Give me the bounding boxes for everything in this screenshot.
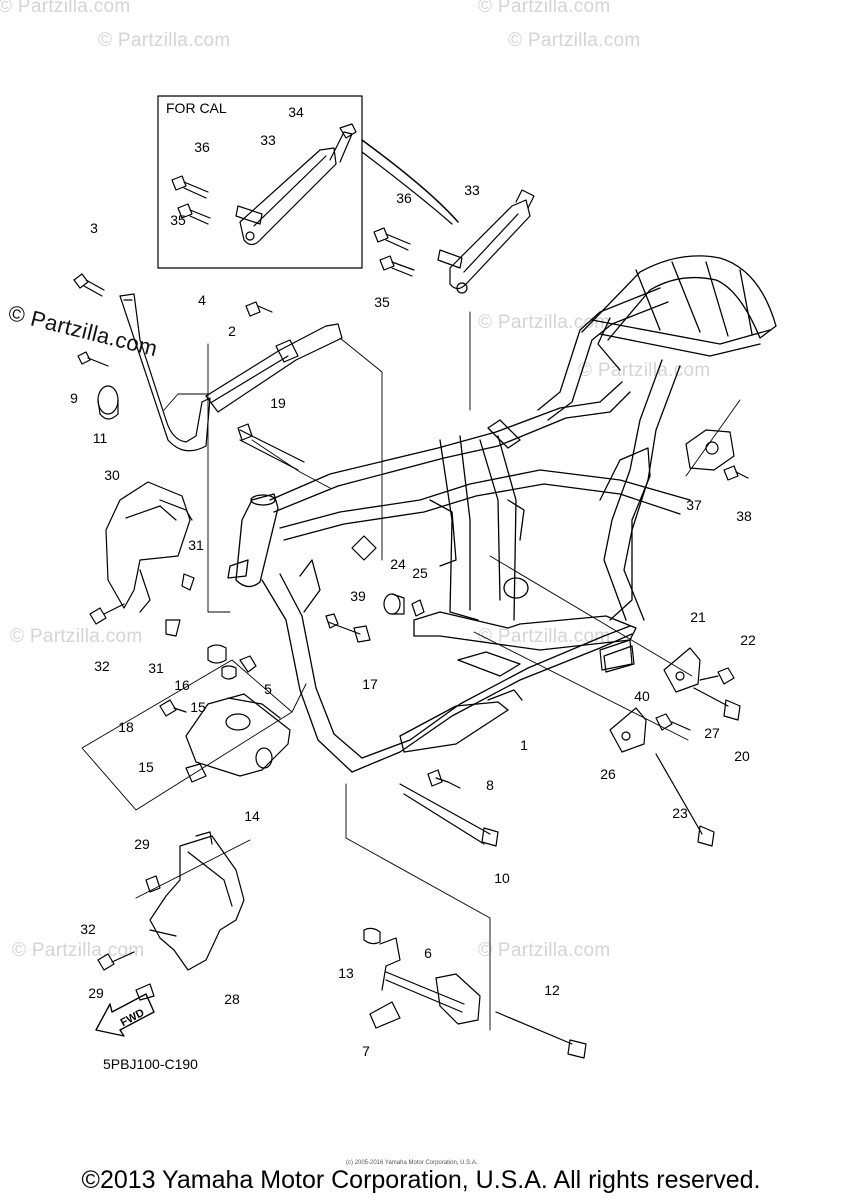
callout-33: 33 <box>464 182 480 198</box>
callout-40: 40 <box>634 688 650 704</box>
small-copyright: (c) 2005-2016 Yamaha Motor Corporation, … <box>346 1160 478 1166</box>
main-frame <box>227 255 777 773</box>
callout-22: 22 <box>740 632 756 648</box>
watermark: © Partzilla.com <box>10 626 143 647</box>
watermark: © Partzilla.com <box>98 30 231 51</box>
callout-14: 14 <box>244 808 260 824</box>
engine-mount-14 <box>159 644 291 783</box>
spacers <box>351 535 633 671</box>
inset-box <box>157 95 363 269</box>
callout-24: 24 <box>390 556 406 572</box>
callout-13: 13 <box>338 965 354 981</box>
watermark: © Partzilla.com <box>478 626 611 647</box>
callout-32: 32 <box>94 658 110 674</box>
peg-bracket <box>73 273 211 452</box>
callout-31: 31 <box>148 660 164 676</box>
callout-36: 36 <box>194 139 210 155</box>
watermark: © Partzilla.com <box>478 940 611 961</box>
callout-37: 37 <box>686 497 702 513</box>
callout-34: 34 <box>288 104 304 120</box>
bolts-35-36 <box>373 227 415 277</box>
inset-label: FOR CAL <box>166 100 227 116</box>
callout-29: 29 <box>88 985 104 1001</box>
callout-28: 28 <box>224 991 240 1007</box>
callout-11: 11 <box>92 430 108 446</box>
watermark: © Partzilla.com <box>478 0 611 17</box>
callout-4: 4 <box>198 292 206 308</box>
callout-18: 18 <box>118 719 134 735</box>
callout-1: 1 <box>520 737 528 753</box>
callout-29: 29 <box>134 836 150 852</box>
watermark: © Partzilla.com <box>0 0 131 17</box>
callout-6: 6 <box>424 945 432 961</box>
watermark: © Partzilla.com <box>508 30 641 51</box>
callout-15: 15 <box>138 759 154 775</box>
bolts <box>237 423 499 847</box>
watermark: © Partzilla.com <box>478 312 611 333</box>
watermark: © Partzilla.com <box>578 360 711 381</box>
callout-23: 23 <box>672 805 688 821</box>
callout-8: 8 <box>486 777 494 793</box>
callout-2: 2 <box>228 323 236 339</box>
guard-28 <box>97 831 245 1001</box>
callout-19: 19 <box>270 395 286 411</box>
callout-27: 27 <box>704 725 720 741</box>
callout-38: 38 <box>736 508 752 524</box>
watermark: © Partzilla.com <box>12 940 145 961</box>
callout-3: 3 <box>90 220 98 236</box>
callout-26: 26 <box>600 766 616 782</box>
callout-35: 35 <box>374 294 390 310</box>
copyright-notice: ©2013 Yamaha Motor Corporation, U.S.A. A… <box>81 1166 761 1194</box>
callout-16: 16 <box>174 677 190 693</box>
mount-37 <box>685 429 749 481</box>
inset-bracket <box>235 123 357 246</box>
leader-lines <box>81 311 741 1031</box>
bracket-33 <box>437 189 535 294</box>
callout-31: 31 <box>188 537 204 553</box>
right-brackets <box>603 645 741 847</box>
callout-33: 33 <box>260 132 276 148</box>
callout-39: 39 <box>350 588 366 604</box>
fwd-arrow <box>95 993 155 1037</box>
callout-5: 5 <box>264 681 272 697</box>
callout-35: 35 <box>170 212 186 228</box>
callout-17: 17 <box>362 676 378 692</box>
callout-9: 9 <box>70 390 78 406</box>
callout-21: 21 <box>690 609 706 625</box>
callout-15: 15 <box>190 699 206 715</box>
callout-32: 32 <box>80 921 96 937</box>
bracket-6 <box>363 927 587 1059</box>
callout-36: 36 <box>396 190 412 206</box>
drawing-code: 5PBJ100-C190 <box>103 1056 198 1072</box>
inset-bolts <box>171 175 211 225</box>
rod-2 <box>205 301 343 413</box>
callout-7: 7 <box>362 1043 370 1059</box>
callout-12: 12 <box>544 982 560 998</box>
callout-10: 10 <box>494 870 510 886</box>
callout-30: 30 <box>104 467 120 483</box>
guard-30 <box>89 481 195 637</box>
callout-20: 20 <box>734 748 750 764</box>
callout-25: 25 <box>412 565 428 581</box>
